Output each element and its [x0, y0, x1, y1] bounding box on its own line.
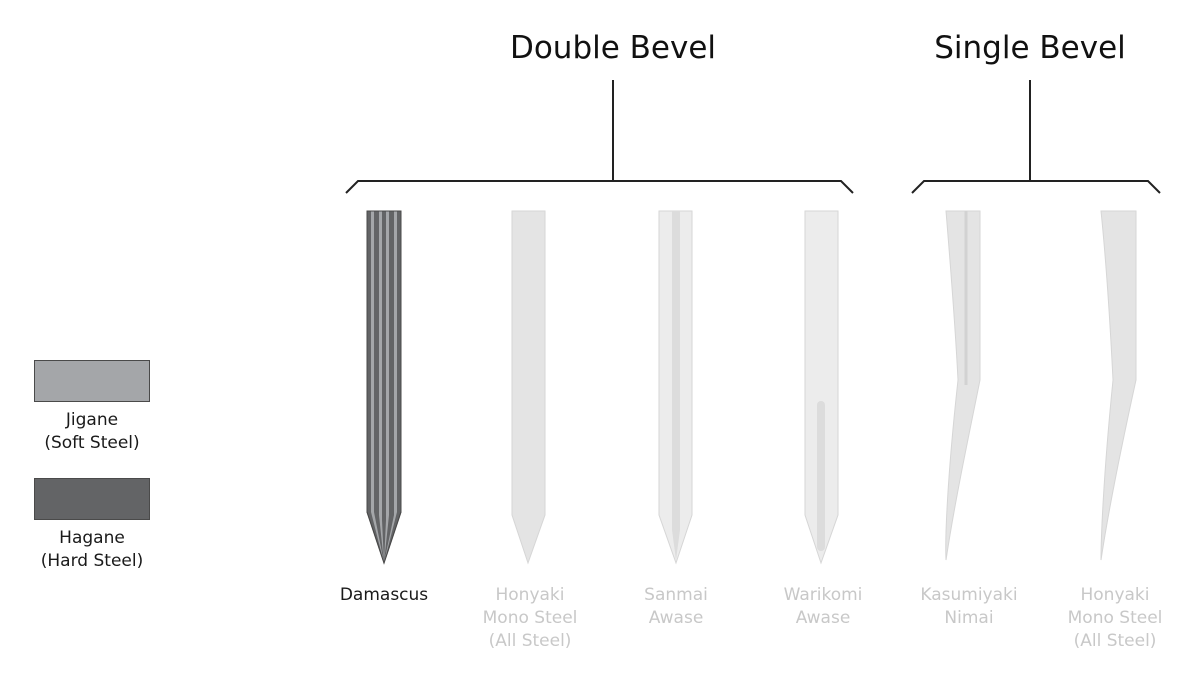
sanmai-blade [658, 210, 693, 565]
honyaki-double-blade [511, 210, 546, 565]
kasumiyaki-blade [945, 210, 981, 561]
knife-label-warikomi: Warikomi Awase [783, 585, 863, 628]
double-bevel-heading: Double Bevel [509, 30, 717, 66]
knife-label-kasumiyaki: Kasumiyaki Nimai [920, 585, 1018, 628]
knife-label-sanmai: Sanmai Awase [644, 585, 708, 628]
jigane-swatch [34, 360, 150, 402]
warikomi-blade [804, 210, 839, 565]
double-bevel-bracket [345, 180, 854, 194]
damascus-blade [366, 210, 402, 565]
knife-label-honyaki-single: Honyaki Mono Steel (All Steel) [1067, 585, 1163, 651]
knife-label-honyaki-double: Honyaki Mono Steel (All Steel) [482, 585, 578, 651]
knife-label-damascus: Damascus [339, 585, 429, 605]
hagane-label: Hagane (Hard Steel) [40, 528, 144, 571]
single-bevel-heading: Single Bevel [934, 30, 1126, 66]
hagane-swatch [34, 478, 150, 520]
jigane-label: Jigane (Soft Steel) [44, 410, 140, 453]
honyaki-single-blade [1100, 210, 1137, 561]
single-bevel-bracket [911, 180, 1161, 194]
